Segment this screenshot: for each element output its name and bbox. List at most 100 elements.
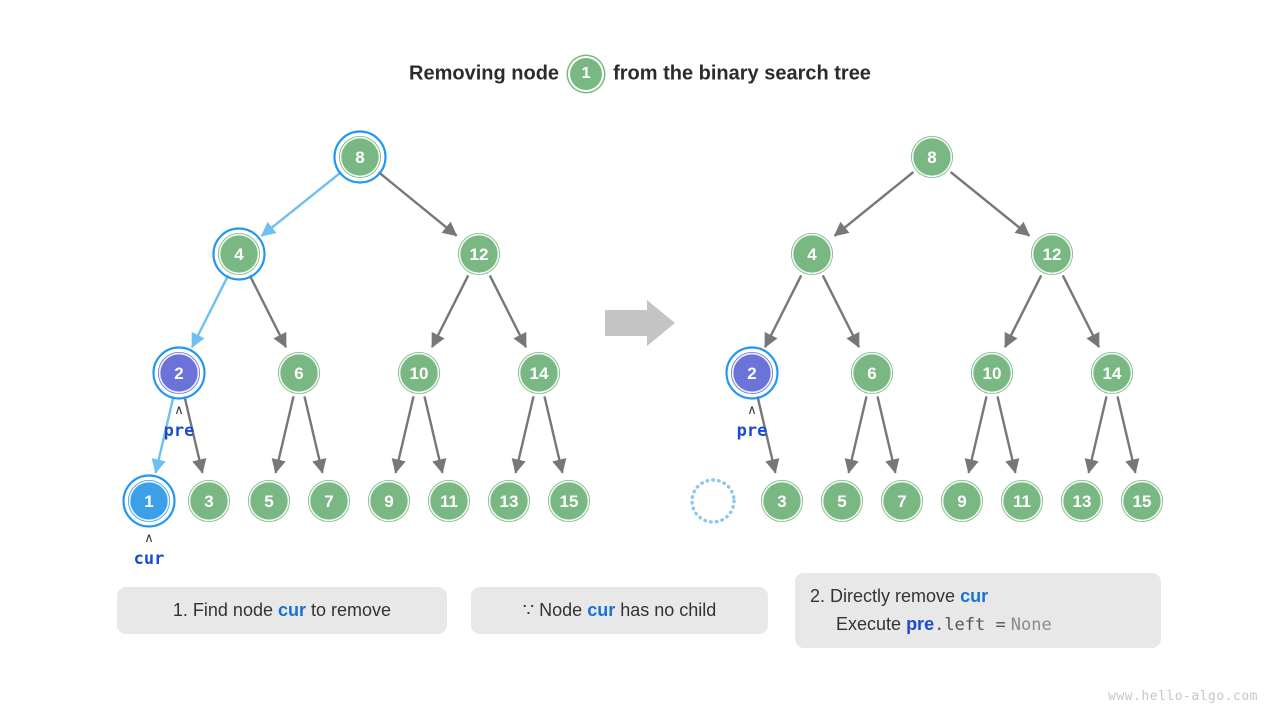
tree-edge bbox=[844, 396, 868, 474]
tree-node-label: 7 bbox=[324, 492, 333, 511]
tree-edge bbox=[260, 171, 343, 237]
tree-node-14: 14 bbox=[516, 350, 562, 396]
tree-node-label: 1 bbox=[144, 492, 153, 511]
tree-node-label: 5 bbox=[837, 492, 846, 511]
caption-3-line1: 2. Directly remove cur bbox=[810, 586, 988, 607]
right-tree-edges bbox=[756, 171, 1140, 474]
tree-node-8: 8 bbox=[909, 134, 955, 180]
caption-2-keyword: cur bbox=[587, 600, 616, 620]
tree-node-9: 9 bbox=[939, 478, 985, 524]
caption-3-line2: Execute pre.left = None bbox=[810, 614, 1052, 635]
caption-3-line2-prefix: Execute bbox=[836, 614, 902, 634]
caption-1-text: 1. Find node cur to remove bbox=[173, 600, 391, 621]
tree-edge bbox=[1003, 274, 1043, 348]
caption-no-child: ∵ Node cur has no child bbox=[471, 587, 768, 634]
tree-node-label: 3 bbox=[204, 492, 213, 511]
tree-edge bbox=[303, 396, 327, 474]
right-tree: 8 4 12 2 6 10 14 3 5 7 9 11 13 15 ∧ pre bbox=[690, 134, 1165, 524]
caption-2-prefix: ∵ Node bbox=[522, 600, 583, 620]
title-node-badge: 1 bbox=[568, 56, 605, 92]
caption-find-node: 1. Find node cur to remove bbox=[117, 587, 447, 634]
pointer-text: pre bbox=[737, 421, 768, 441]
tree-edge bbox=[511, 396, 535, 474]
tree-edge bbox=[271, 396, 295, 474]
tree-node-label: 6 bbox=[867, 364, 876, 383]
title-prefix: Removing node bbox=[409, 62, 560, 85]
tree-node-12: 12 bbox=[456, 231, 502, 277]
pointer-caret-icon: ∧ bbox=[747, 403, 757, 418]
tree-node-4: 4 bbox=[212, 227, 266, 281]
tree-node-label: 4 bbox=[234, 245, 244, 264]
tree-node-label: 14 bbox=[1103, 364, 1122, 383]
left-tree-pointers: ∧pre∧cur bbox=[134, 403, 195, 569]
tree-node-13: 13 bbox=[486, 478, 532, 524]
tree-node-label: 15 bbox=[1133, 492, 1152, 511]
tree-node-3: 3 bbox=[759, 478, 805, 524]
pointer-label-pre: ∧ pre bbox=[737, 403, 768, 441]
tree-edge bbox=[543, 396, 567, 474]
tree-node-label: 8 bbox=[355, 148, 364, 167]
tree-node-7: 7 bbox=[879, 478, 925, 524]
tree-node-label: 2 bbox=[174, 364, 183, 383]
watermark: www.hello-algo.com bbox=[1108, 689, 1258, 704]
tree-node-9: 9 bbox=[366, 478, 412, 524]
tree-edge bbox=[190, 274, 230, 348]
tree-edge bbox=[876, 396, 900, 474]
tree-edge bbox=[151, 396, 175, 474]
tree-node-8: 8 bbox=[333, 130, 387, 184]
tree-edge bbox=[391, 396, 415, 474]
tree-node-label: 9 bbox=[957, 492, 966, 511]
tree-node-label: 4 bbox=[807, 245, 817, 264]
tree-node-label: 9 bbox=[384, 492, 393, 511]
tree-node-15: 15 bbox=[1119, 478, 1165, 524]
caption-3-line1-keyword: cur bbox=[960, 586, 989, 606]
tree-edge bbox=[949, 171, 1031, 237]
page-title: Removing node 1 from the binary search tre… bbox=[0, 56, 1280, 92]
tree-node-10: 10 bbox=[396, 350, 442, 396]
tree-node-label: 2 bbox=[747, 364, 756, 383]
tree-edge bbox=[756, 396, 780, 474]
tree-node-4: 4 bbox=[789, 231, 835, 277]
tree-node-1: 1 bbox=[122, 474, 176, 528]
tree-node-label: 11 bbox=[440, 492, 458, 511]
caption-2-suffix: has no child bbox=[620, 600, 717, 620]
tree-edge bbox=[833, 171, 915, 237]
tree-edge bbox=[763, 274, 803, 348]
tree-node-label: 10 bbox=[983, 364, 1002, 383]
pointer-text: pre bbox=[164, 421, 195, 441]
tree-node-label: 14 bbox=[530, 364, 549, 383]
tree-node-label: 3 bbox=[777, 492, 786, 511]
tree-node-label: 8 bbox=[927, 148, 936, 167]
caption-3-line2-attr: .left = bbox=[934, 615, 1006, 635]
tree-edge bbox=[964, 396, 988, 474]
tree-node-5: 5 bbox=[819, 478, 865, 524]
tree-node-label: 6 bbox=[294, 364, 303, 383]
tree-node-10: 10 bbox=[969, 350, 1015, 396]
tree-node-label: 13 bbox=[1073, 492, 1092, 511]
tree-edge bbox=[183, 396, 207, 474]
tree-edge bbox=[430, 274, 470, 348]
tree-node-3: 3 bbox=[186, 478, 232, 524]
title-suffix: from the binary search tree bbox=[613, 62, 871, 85]
tree-node-12: 12 bbox=[1029, 231, 1075, 277]
tree-node-label: 12 bbox=[1043, 245, 1062, 264]
tree-node-11: 11 bbox=[999, 478, 1045, 524]
tree-edge bbox=[377, 171, 458, 237]
tree-node-7: 7 bbox=[306, 478, 352, 524]
tree-edge bbox=[1116, 396, 1140, 474]
tree-edge bbox=[488, 274, 528, 348]
caption-1-prefix: 1. Find node bbox=[172, 600, 273, 620]
caption-2-text: ∵ Node cur has no child bbox=[523, 600, 717, 621]
tree-edge bbox=[248, 274, 288, 348]
tree-node-6: 6 bbox=[849, 350, 895, 396]
caption-3-line2-value: None bbox=[1010, 615, 1052, 635]
tree-node-2: 2 bbox=[152, 346, 206, 400]
tree-node-6: 6 bbox=[276, 350, 322, 396]
tree-edge bbox=[1061, 274, 1101, 348]
right-tree-pointers: ∧ pre bbox=[737, 403, 768, 441]
removed-node-placeholder bbox=[690, 478, 736, 524]
